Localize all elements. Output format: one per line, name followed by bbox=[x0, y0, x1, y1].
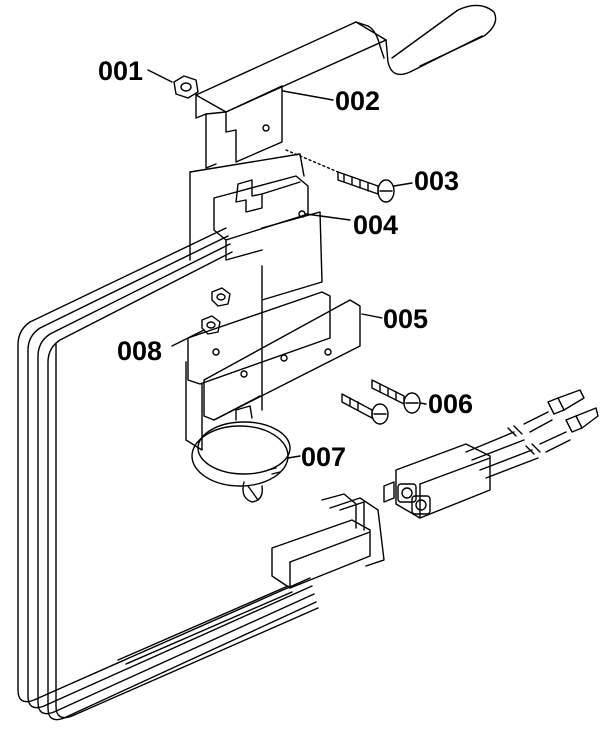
center-plate bbox=[261, 211, 323, 411]
part-label-001: 001 bbox=[98, 56, 144, 86]
part-label-006: 006 bbox=[428, 389, 474, 419]
part-label-008: 008 bbox=[117, 336, 163, 366]
part-label-002: 002 bbox=[335, 86, 381, 116]
connector-male bbox=[271, 493, 385, 589]
part-label-004: 004 bbox=[353, 210, 399, 240]
harness-branch bbox=[117, 585, 293, 665]
screw-003 bbox=[285, 149, 413, 203]
part-label-003: 003 bbox=[414, 166, 460, 196]
connector-female bbox=[383, 443, 491, 519]
wire-harness bbox=[17, 227, 319, 721]
hex-nut-001 bbox=[147, 69, 199, 99]
part-label-005: 005 bbox=[383, 304, 429, 334]
mounting-bracket-002 bbox=[195, 4, 497, 169]
hex-nut-008 bbox=[171, 287, 231, 347]
part-label-007: 007 bbox=[301, 442, 347, 472]
switch-004 bbox=[189, 153, 351, 261]
clamp-007 bbox=[191, 405, 301, 503]
plate-005 bbox=[185, 291, 383, 451]
terminal-wires bbox=[465, 389, 599, 479]
screw-006 bbox=[341, 379, 427, 425]
